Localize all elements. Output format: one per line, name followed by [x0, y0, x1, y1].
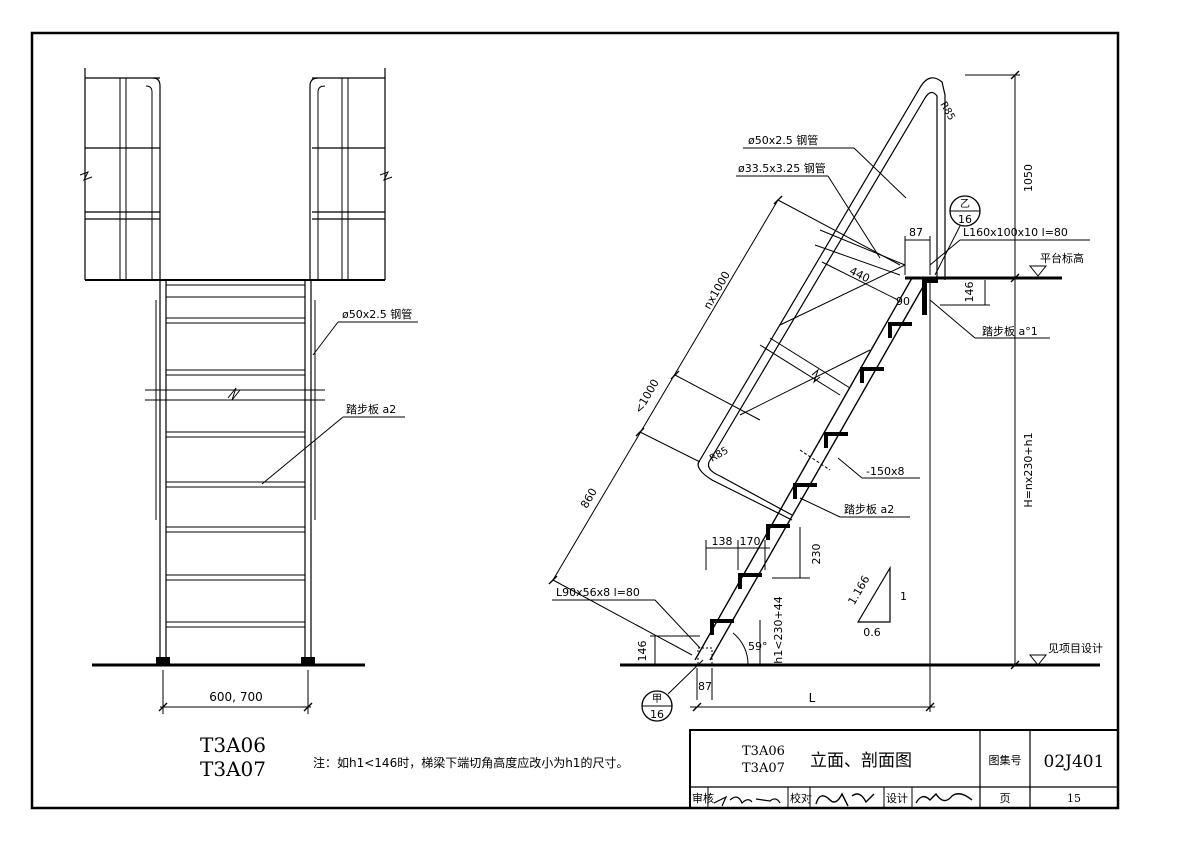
- dim-87-top: 87: [909, 226, 923, 239]
- model-code-1: T3A06: [200, 733, 266, 757]
- elevation-treads: [165, 317, 306, 628]
- check-label: 校对: [790, 791, 812, 805]
- dim-138: 138: [712, 535, 733, 548]
- dim-230: 230: [810, 544, 823, 565]
- title-code-2: T3A07: [742, 761, 785, 776]
- drawing-note: 注：如h1<146时，梯梁下端切角高度应改小为h1的尺寸。: [313, 755, 628, 770]
- top-angle-label: L160x100x10 l=80: [963, 226, 1068, 239]
- dim-146-bottom: 146: [636, 641, 649, 662]
- bottom-angle-label: L90x56x8 l=80: [556, 586, 640, 599]
- svg-text:16: 16: [650, 708, 664, 721]
- tread-a2-label: 踏步板 a2: [844, 502, 894, 516]
- slope-1: 1: [900, 590, 907, 603]
- section-view: 1050 H=nx230+h1 87 146 440 90 R85 R85 nx…: [548, 70, 1103, 722]
- detail-callout-top: 乙 16: [934, 195, 981, 276]
- dim-H: H=nx230+h1: [1022, 432, 1035, 507]
- dim-h1: h1<230+44: [772, 596, 785, 663]
- section-rail-label: ø50x2.5 钢管: [748, 133, 818, 147]
- review-signature: [713, 795, 781, 807]
- title-block: T3A06 T3A07 立面、剖面图 图集号 02J401 审核 校对 设计 页…: [689, 729, 1119, 809]
- design-signature: [915, 792, 973, 804]
- elevation-view: 600, 700 ø50x2.5 钢管 踏步板 a2: [79, 68, 418, 714]
- page-label: 页: [1000, 792, 1011, 805]
- title-code-1: T3A06: [742, 744, 785, 759]
- slope-1166: 1.166: [845, 573, 872, 607]
- dim-90: 90: [896, 295, 910, 308]
- atlas-number: 02J401: [1044, 752, 1105, 772]
- svg-text:乙: 乙: [960, 198, 970, 210]
- sheet-border: [30, 31, 1120, 810]
- r85-mid: R85: [708, 445, 731, 464]
- flat-bar-label: -150x8: [866, 465, 904, 478]
- tread-a1-label: 踏步板 a°1: [982, 324, 1038, 338]
- page-number: 15: [1067, 792, 1081, 805]
- dim-lt1000: <1000: [632, 377, 662, 416]
- elevation-tread-label: 踏步板 a2: [346, 402, 396, 416]
- design-label: 设计: [886, 792, 908, 805]
- svg-text:16: 16: [958, 213, 972, 226]
- platform-label: 平台标高: [1040, 251, 1084, 265]
- elevation-pipe-label: ø50x2.5 钢管: [342, 307, 412, 321]
- elevation-width-dim: 600, 700: [209, 690, 262, 704]
- dim-L: L: [809, 691, 816, 705]
- detail-callout-bottom: 甲 16: [641, 659, 704, 722]
- dim-146-top: 146: [963, 282, 976, 303]
- atlas-label: 图集号: [989, 753, 1022, 767]
- slope-06: 0.6: [863, 626, 881, 639]
- r85-top: R85: [937, 100, 956, 123]
- dim-87-bottom: 87: [698, 680, 712, 693]
- drawing-title: 立面、剖面图: [810, 751, 912, 771]
- svg-text:甲: 甲: [652, 694, 662, 705]
- section-treads: [710, 322, 912, 635]
- ground-label: 见项目设计: [1048, 642, 1103, 655]
- angle-59: 59°: [748, 640, 768, 653]
- review-label: 审核: [692, 791, 714, 805]
- dim-170: 170: [740, 535, 761, 548]
- check-signature: [815, 792, 875, 807]
- section-inner-rail-label: ø33.5x3.25 钢管: [738, 161, 826, 175]
- dim-n1000: nx1000: [701, 269, 733, 311]
- dim-1050: 1050: [1022, 164, 1035, 192]
- model-code-2: T3A07: [200, 757, 266, 781]
